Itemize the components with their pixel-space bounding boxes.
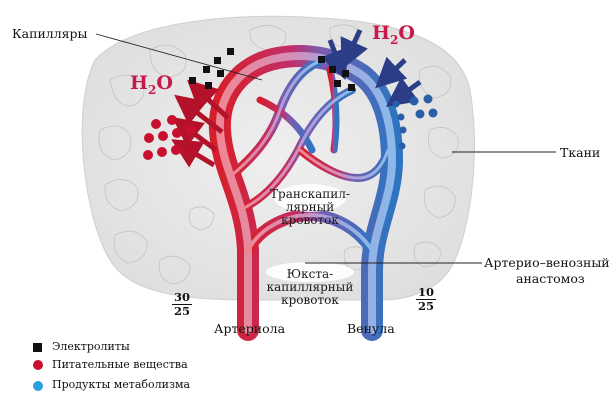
- arterial-pressure-fraction: 30 25: [172, 291, 192, 318]
- tissue-label: Ткани: [560, 146, 600, 160]
- capillaries-label: Капилляры: [12, 27, 88, 41]
- arterial-pressure-num: 30: [172, 291, 192, 305]
- venous-pressure-fraction: 10 25: [416, 286, 436, 313]
- h2o-left-label: H2O: [130, 72, 173, 97]
- legend-electrolytes-marker: [33, 343, 42, 352]
- arterial-pressure-den: 25: [172, 305, 192, 318]
- venous-pressure-den: 25: [416, 300, 436, 313]
- arteriole-label: Артериола: [214, 322, 285, 336]
- juxtacapillary-flow-label: Юкста- капиллярный кровоток: [262, 268, 358, 307]
- transcapillary-line3: кровоток: [262, 214, 358, 227]
- venous-pressure-num: 10: [416, 286, 436, 300]
- transcapillary-flow-label: Транскапил- лярный кровоток: [262, 188, 358, 227]
- legend-metabolites: Продукты метаболизма: [52, 379, 190, 391]
- legend-metabolites-marker: [33, 381, 43, 391]
- h2o-right-label: H2O: [372, 22, 415, 47]
- juxta-line3: кровоток: [262, 294, 358, 307]
- venule-label: Венула: [347, 322, 395, 336]
- legend-electrolytes: Электролиты: [52, 341, 130, 353]
- av-anastomosis-label-line1: Артерио–венозный: [484, 256, 610, 270]
- av-anastomosis-label-line2: анастомоз: [516, 272, 585, 286]
- legend-nutrients-marker: [33, 360, 43, 370]
- legend-nutrients: Питательные вещества: [52, 359, 188, 371]
